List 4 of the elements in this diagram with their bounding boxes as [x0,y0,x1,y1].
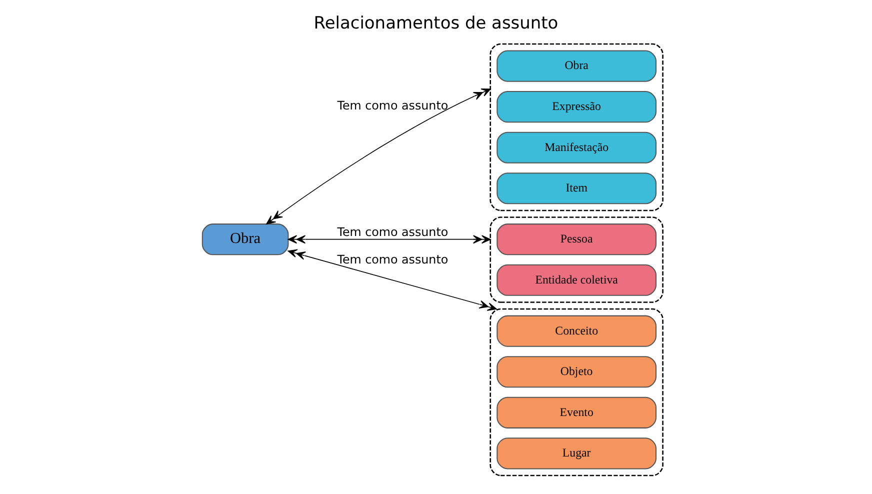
edge-label: Tem como assunto [337,225,448,240]
edge-label: Tem como assunto [337,98,448,113]
edge-label: Tem como assunto [337,252,448,266]
diagram-title: Relacionamentos de assunto [314,14,558,34]
